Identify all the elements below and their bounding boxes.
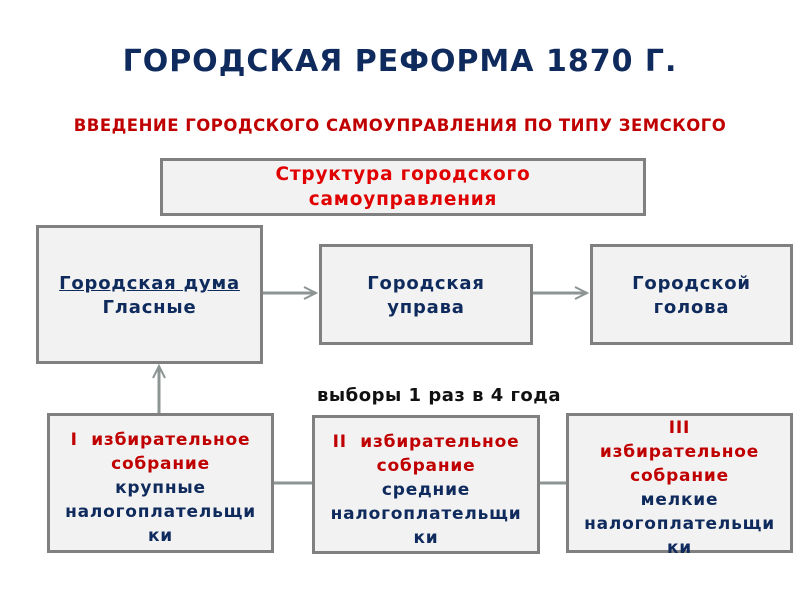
arrowhead-icon xyxy=(574,286,590,300)
golova-line1: Городской xyxy=(632,273,751,294)
uprava-line2: управа xyxy=(387,297,465,318)
arrowhead-icon xyxy=(152,363,166,379)
assembly-title-2: собрание xyxy=(630,466,729,486)
structure-line2: самоуправления xyxy=(308,189,498,210)
arrowhead-icon xyxy=(303,286,319,300)
assembly-title: II избирательное xyxy=(332,432,520,452)
assembly-type: мелкие xyxy=(640,490,719,510)
assembly-number: III xyxy=(668,418,691,438)
duma-name: Городская дума xyxy=(59,273,240,294)
assembly-title-2: собрание xyxy=(111,454,210,474)
duma-members: Гласные xyxy=(102,297,197,318)
assembly-III-box: III избирательное собрание мелкие налого… xyxy=(566,413,793,558)
uprava-box: Городская управа xyxy=(319,244,533,345)
assembly-taxpayers-2: ки xyxy=(413,528,439,548)
assembly-title: избирательное xyxy=(599,442,760,462)
assembly-II-box: II избирательное собрание средние налого… xyxy=(312,415,540,554)
assembly-taxpayers: налогоплательщи xyxy=(584,514,775,534)
uprava-line1: Городская xyxy=(367,273,485,294)
structure-box: Структура городского самоуправления xyxy=(160,158,646,216)
assembly-taxpayers: налогоплательщи xyxy=(330,504,522,524)
slide-title: ГОРОДСКАЯ РЕФОРМА 1870 Г. xyxy=(122,44,678,79)
duma-box: Городская дума Гласные xyxy=(36,225,263,364)
golova-box: Городской голова xyxy=(590,244,793,345)
assembly-title-2: собрание xyxy=(376,456,476,476)
elections-note: выборы 1 раз в 4 года xyxy=(317,385,561,406)
assembly-I-box: I избирательное собрание крупные налогоп… xyxy=(47,413,274,553)
assembly-taxpayers-2: ки xyxy=(147,526,174,546)
slide-subtitle: ВВЕДЕНИЕ ГОРОДСКОГО САМОУПРАВЛЕНИЯ ПО ТИ… xyxy=(73,116,727,135)
structure-line1: Структура городского xyxy=(275,164,531,185)
golova-line2: голова xyxy=(653,297,730,318)
assembly-type: средние xyxy=(381,480,471,500)
assembly-title: I избирательное xyxy=(70,430,251,450)
assembly-type: крупные xyxy=(115,478,206,498)
assembly-taxpayers-2: ки xyxy=(666,538,693,558)
assembly-taxpayers: налогоплательщи xyxy=(65,502,256,522)
